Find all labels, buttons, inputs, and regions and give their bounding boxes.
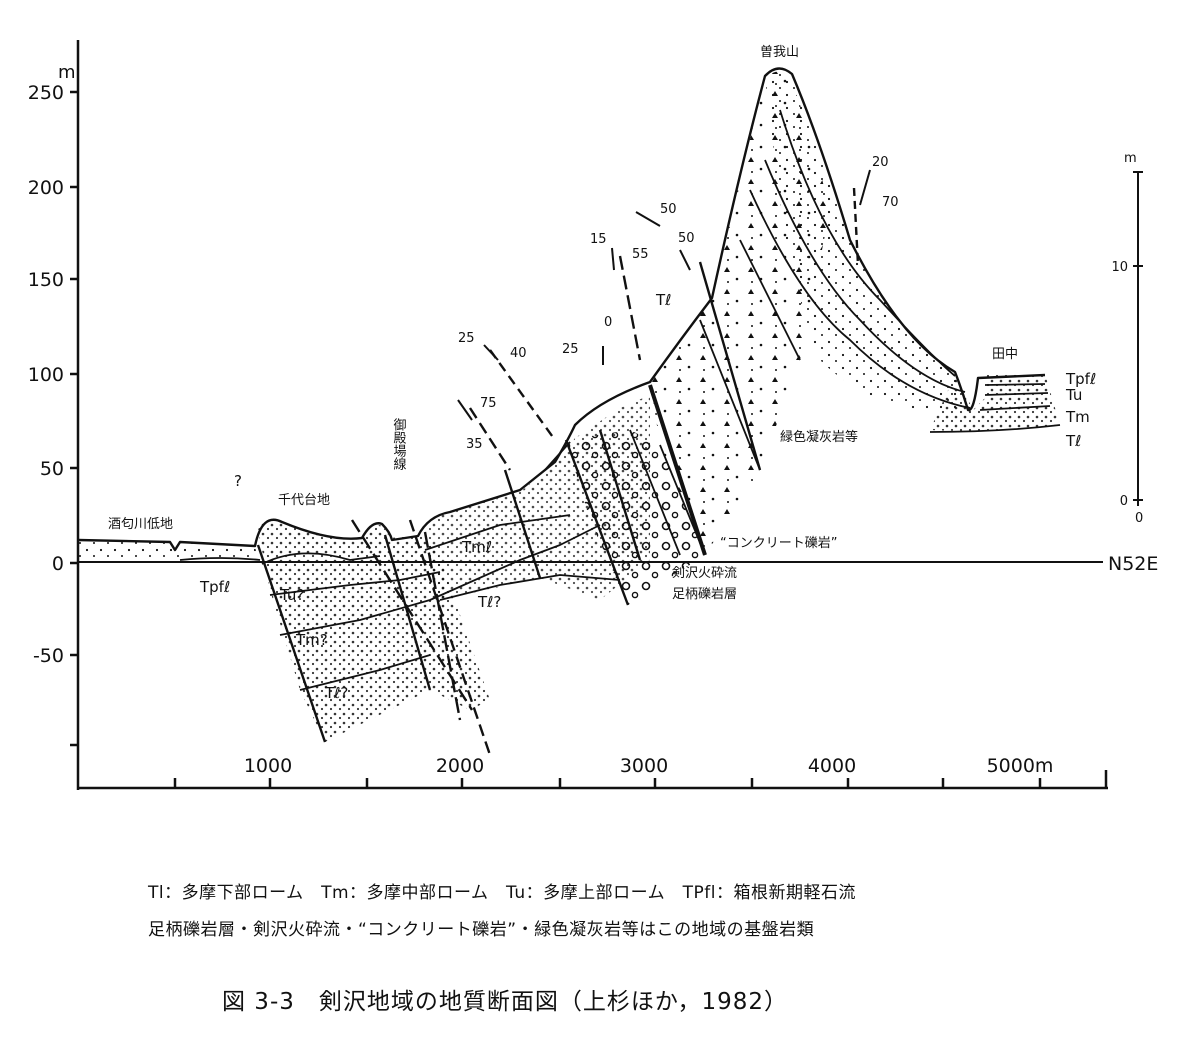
dip-label: 0 bbox=[604, 315, 612, 330]
x-axis bbox=[78, 770, 1108, 790]
y-axis-unit: m bbox=[58, 62, 76, 83]
right-scale-unit: m bbox=[1124, 151, 1137, 166]
y-tick-label: 200 bbox=[28, 177, 64, 199]
dip-label: 55 bbox=[632, 247, 649, 262]
dip-label: 15 bbox=[590, 232, 607, 247]
y-tick-label: -50 bbox=[33, 645, 64, 667]
y-tick-label: 50 bbox=[40, 458, 64, 480]
y-tick-label: 250 bbox=[28, 82, 64, 104]
stratigraphic-contacts bbox=[179, 109, 1061, 691]
geologic-cross-section: m 250 200 150 100 50 0 -50 1000 2000 300… bbox=[28, 40, 1158, 790]
x-tick-label: 4000 bbox=[808, 755, 856, 777]
y-tick-label: 100 bbox=[28, 364, 64, 386]
tu-question-label: Tu? bbox=[279, 586, 304, 604]
tm-question-label: Tm? bbox=[295, 631, 328, 649]
dip-label: 35 bbox=[466, 437, 483, 452]
dip-label: 50 bbox=[660, 202, 677, 217]
soga-tephra-layers bbox=[765, 71, 975, 412]
direction-label: N52E bbox=[1108, 553, 1158, 575]
tpfl-left-label: Tpfℓ bbox=[199, 578, 230, 596]
chiyo-plateau-label: 千代台地 bbox=[278, 493, 330, 508]
right-tick-label: 10 bbox=[1111, 260, 1128, 275]
dip-label: 25 bbox=[562, 342, 579, 357]
y-tick-label: 0 bbox=[52, 553, 64, 575]
faults bbox=[256, 187, 860, 756]
x-tick-label: 2000 bbox=[436, 755, 484, 777]
question-mark-label: ? bbox=[234, 472, 242, 490]
kenzawa-label: 剣沢火砕流 bbox=[672, 566, 737, 581]
tm-mid-label: Tmℓ bbox=[461, 538, 492, 556]
sakawa-lowland-deposit bbox=[78, 540, 258, 562]
concrete-conglomerate-label: “コンクリート礫岩” bbox=[720, 535, 837, 551]
tanaka-label: 田中 bbox=[992, 347, 1018, 362]
green-tuff-label: 緑色凝灰岩等 bbox=[780, 429, 858, 445]
tl-question-label: Tℓ? bbox=[324, 684, 348, 702]
right-tm-label: Tm bbox=[1065, 408, 1090, 426]
right-tick-label: 0 bbox=[1135, 511, 1143, 526]
y-axis bbox=[70, 40, 80, 790]
y-tick-label: 150 bbox=[28, 269, 64, 291]
dip-label: 25 bbox=[458, 331, 475, 346]
soga-mountain-label: 曽我山 bbox=[760, 45, 799, 60]
caption-legend-line-1: Tl：多摩下部ローム Tm：多摩中部ローム Tu：多摩上部ローム TPfl：箱根… bbox=[148, 883, 856, 903]
tl-mid-label: Tℓ? bbox=[477, 593, 501, 611]
figure-title: 図 3-3 剣沢地域の地質断面図（上杉ほか，1982） bbox=[222, 989, 789, 1015]
tl-upper-label: Tℓ bbox=[655, 291, 671, 309]
gotenba-line-label: 御殿場線 bbox=[391, 418, 407, 470]
x-tick-label: 3000 bbox=[620, 755, 668, 777]
x-tick-label: 5000m bbox=[987, 755, 1054, 777]
dip-label: 40 bbox=[510, 346, 527, 361]
tanaka-strata bbox=[930, 374, 1060, 432]
ashigara-gravel-unit bbox=[566, 430, 705, 605]
caption-legend-line-2: 足柄礫岩層・剣沢火砕流・“コンクリート礫岩”・緑色凝灰岩等はこの地域の基盤岩類 bbox=[148, 920, 815, 940]
right-scale-axis bbox=[1133, 171, 1143, 506]
sakawa-lowland-label: 酒匂川低地 bbox=[108, 517, 173, 532]
dip-label: 75 bbox=[480, 396, 497, 411]
right-tpfl-label: Tpfℓ bbox=[1065, 370, 1096, 388]
dip-label: 70 bbox=[882, 195, 899, 210]
right-tu-label: Tu bbox=[1065, 386, 1082, 404]
right-tick-label: 0 bbox=[1120, 494, 1128, 509]
right-tl-label: Tℓ bbox=[1065, 432, 1081, 450]
ashigara-label: 足柄礫岩層 bbox=[672, 586, 737, 602]
dip-label: 50 bbox=[678, 231, 695, 246]
x-tick-label: 1000 bbox=[244, 755, 292, 777]
dip-symbols bbox=[457, 169, 871, 471]
dip-label: 20 bbox=[872, 155, 889, 170]
